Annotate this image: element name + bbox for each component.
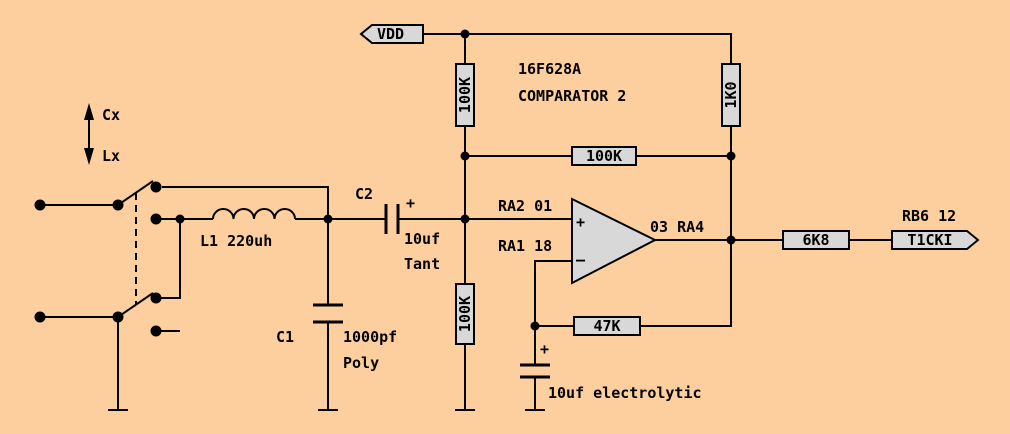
resistor-100k-gnd-label: 100K [456, 296, 474, 332]
resistor-100k-feedback-label: 100K [586, 147, 622, 165]
resistor-100k-feedback [571, 146, 637, 166]
t1cki-flag [891, 230, 980, 250]
c1-label: C1 [276, 328, 294, 346]
opamp-plus: + [576, 213, 585, 231]
electrolytic-label: 10uf electrolytic [548, 384, 702, 402]
comparator-label: COMPARATOR 2 [518, 87, 626, 105]
c2-plus: + [406, 194, 415, 212]
resistor-100k-gnd [455, 283, 475, 345]
resistor-1k0-label: 1K0 [722, 81, 740, 108]
inductor-label: L1 220uh [200, 232, 272, 250]
resistor-100k-vdd-label: 100K [456, 77, 474, 113]
c1-value: 1000pf [343, 328, 397, 346]
pin-ra2-label: RA2 01 [498, 197, 552, 215]
resistor-47k-label: 47K [593, 317, 620, 335]
vdd-flag [359, 24, 424, 44]
c2-value: 10uf [404, 230, 440, 248]
electrolytic-plus: + [540, 340, 549, 358]
resistor-6k8-label: 6K8 [802, 231, 829, 249]
t1cki-label: T1CKI [907, 231, 952, 249]
c2-type: Tant [404, 255, 440, 273]
capacitor-c1 [313, 303, 343, 324]
capacitor-c2 [384, 204, 400, 234]
capacitor-electrolytic [520, 363, 550, 379]
resistor-100k-vdd [455, 63, 475, 127]
inductor-l1 [212, 208, 296, 220]
wires [40, 33, 892, 411]
vdd-label: VDD [377, 25, 404, 43]
c2-label: C2 [355, 185, 373, 203]
resistor-6k8 [782, 230, 850, 250]
cx-label: Cx [102, 106, 120, 124]
resistor-47k [573, 316, 641, 336]
opamp-minus: – [576, 251, 586, 269]
pin-out-label: 03 RA4 [650, 218, 704, 236]
pin-ra1-label: RA1 18 [498, 237, 552, 255]
lx-label: Lx [102, 147, 120, 165]
pin-rb6-label: RB6 12 [902, 207, 956, 225]
junction-dots [34, 29, 736, 337]
chip-label: 16F628A [518, 60, 581, 78]
resistor-1k0 [721, 63, 741, 127]
op-amp [571, 197, 658, 285]
c1-type: Poly [343, 354, 379, 372]
